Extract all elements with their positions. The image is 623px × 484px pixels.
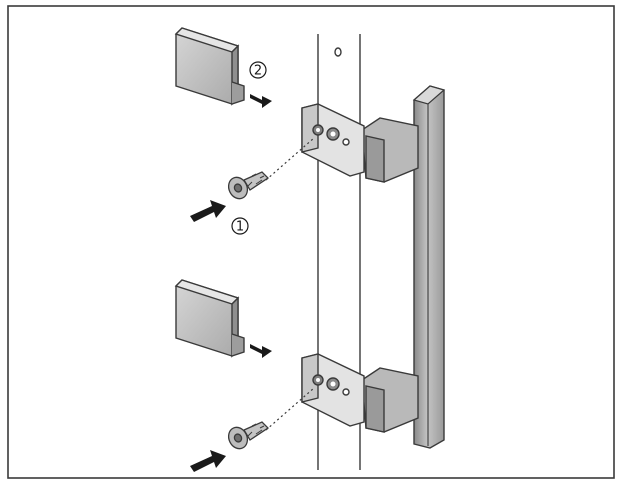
upper-cover-cap [174,27,245,106]
upper-cap-arrow-icon [250,94,272,108]
lower-handle-bracket [301,353,419,433]
upper-screw [227,137,315,200]
upper-handle-bracket [301,103,419,183]
handle-bar [412,85,446,449]
circled-number-1-icon: 1 [231,217,249,235]
lower-screw [227,387,315,450]
circled-number-2-icon: 2 [249,61,267,79]
step-1-label: 1 [236,220,244,235]
upper-screw-arrow-icon [190,200,226,222]
step-2-label: 2 [254,64,262,79]
lower-cap-arrow-icon [250,344,272,358]
lower-screw-arrow-icon [190,450,226,472]
lower-cover-cap [174,279,245,358]
